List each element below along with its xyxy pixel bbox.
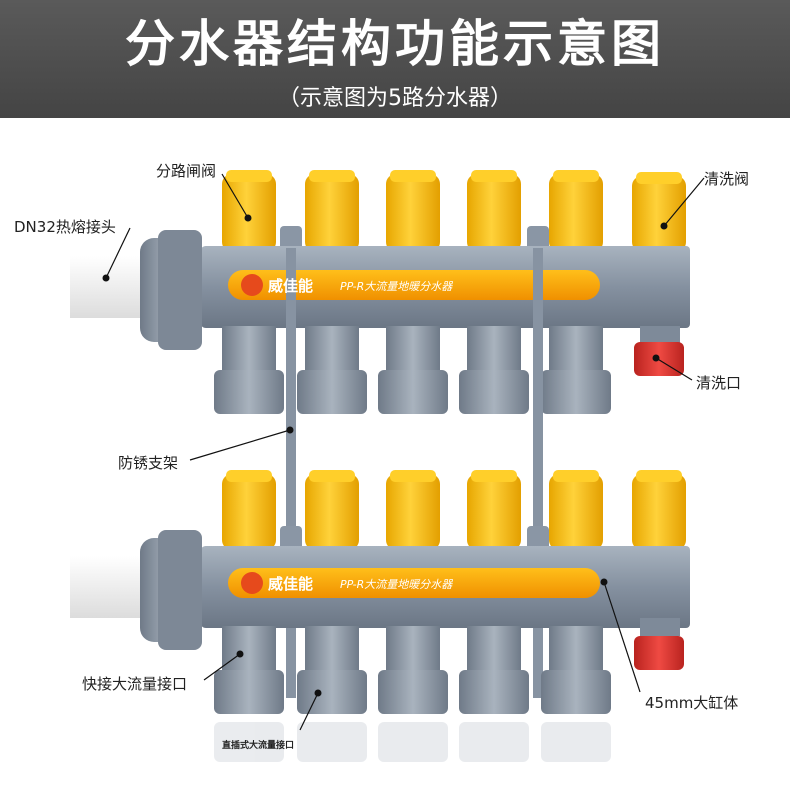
brand-label-bottom: 威佳能 bbox=[268, 575, 314, 593]
label-branch-valve: 分路闸阀 bbox=[156, 162, 217, 180]
label-quick-port: 快接大流量接口 bbox=[82, 675, 188, 693]
label-dn32-joint: DN32热熔接头 bbox=[14, 218, 116, 236]
top-outlets bbox=[214, 326, 611, 414]
label-cylinder: 45mm大缸体 bbox=[645, 694, 739, 712]
bracket-rail-left bbox=[286, 248, 296, 698]
top-manifold bbox=[70, 170, 690, 414]
header-banner: 分水器结构功能示意图 （示意图为5路分水器） bbox=[0, 0, 790, 118]
page-subtitle: （示意图为5路分水器） bbox=[278, 86, 512, 111]
label-flush-outlet: 清洗口 bbox=[696, 374, 742, 392]
bottom-outlets bbox=[214, 626, 611, 714]
bracket-rail-right bbox=[533, 248, 543, 698]
bottom-branch-valves bbox=[222, 470, 686, 550]
bottom-manifold bbox=[70, 470, 690, 762]
label-bracket: 防锈支架 bbox=[118, 454, 179, 472]
manifold-diagram bbox=[70, 170, 705, 762]
leader-dots bbox=[102, 214, 668, 697]
leader-lines bbox=[105, 173, 705, 731]
label-flush-valve: 清洗阀 bbox=[704, 170, 750, 188]
top-branch-valves bbox=[222, 170, 686, 252]
product-label-bottom: PP-R大流量地暖分水器 bbox=[340, 578, 453, 591]
brand-label-top: 威佳能 bbox=[268, 277, 314, 295]
page-title: 分水器结构功能示意图 bbox=[125, 15, 665, 73]
product-label-top: PP-R大流量地暖分水器 bbox=[340, 280, 453, 293]
label-plugin-port: 直插式大流量接口 bbox=[222, 741, 295, 751]
